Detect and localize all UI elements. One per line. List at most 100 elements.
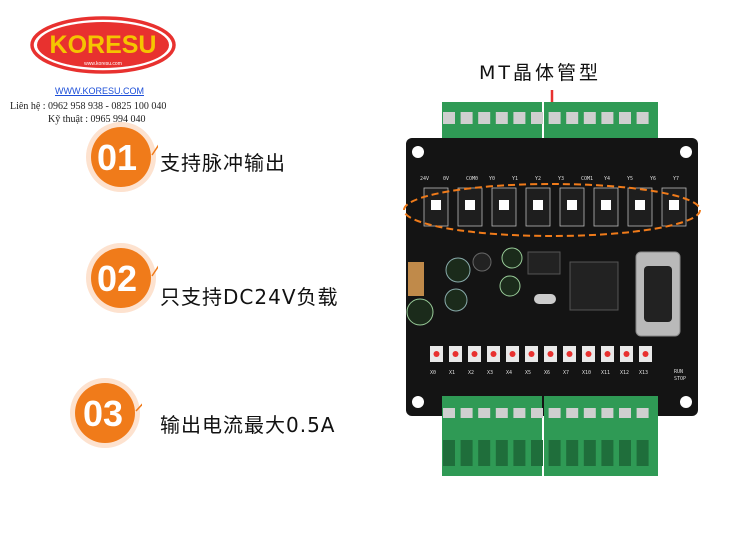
terminal-slot — [619, 440, 631, 466]
bottom-terminal-label: X11 — [601, 370, 610, 376]
bottom-terminal-label: X12 — [620, 370, 629, 376]
top-terminal-label: Y0 — [489, 176, 495, 182]
bottom-terminal-label: X7 — [563, 370, 569, 376]
terminal-screw-top — [619, 112, 631, 124]
terminal-screw-bottom — [566, 408, 579, 418]
bottom-terminal-label: X2 — [468, 370, 474, 376]
svg-text:01: 01 — [97, 137, 137, 178]
terminal-slot — [443, 440, 455, 466]
bottom-terminal-label: X13 — [639, 370, 648, 376]
terminal-screw-top — [460, 112, 473, 124]
terminal-screw-top — [583, 112, 596, 124]
contact-tech: Kỹ thuật : 0965 994 040 — [48, 114, 146, 125]
input-led — [566, 351, 573, 357]
terminal-screw-bottom — [601, 408, 614, 418]
terminal-screw-bottom — [460, 408, 473, 418]
koresu-logo: KORESU www.koresu.com — [28, 14, 178, 76]
website-link[interactable]: WWW.KORESU.COM — [55, 86, 144, 96]
transistor-body — [669, 200, 679, 210]
input-led — [585, 351, 592, 357]
transistor-body — [533, 200, 543, 210]
terminal-screw-bottom — [443, 408, 455, 418]
feature-text-02: 只支持DC24V负载 — [160, 285, 339, 309]
stop-label: STOP — [674, 376, 686, 382]
input-led — [433, 351, 440, 357]
input-led — [490, 351, 497, 357]
transistor-body — [499, 200, 509, 210]
top-terminal-label: Y7 — [673, 176, 679, 182]
input-led — [642, 351, 649, 357]
input-led — [509, 351, 516, 357]
top-terminal-label: Y2 — [535, 176, 541, 182]
contact-info: Liên hệ : 0962 958 938 - 0825 100 040 Kỹ… — [10, 100, 166, 126]
transistor-body — [465, 200, 475, 210]
top-terminal-label: Y6 — [650, 176, 656, 182]
input-led — [452, 351, 459, 357]
terminal-screw-bottom — [583, 408, 596, 418]
input-led — [547, 351, 554, 357]
terminal-slot — [601, 440, 614, 466]
terminal-slot — [566, 440, 579, 466]
bottom-terminal-label: X6 — [544, 370, 550, 376]
transistor-type-label: MT晶体管型 — [479, 62, 601, 84]
contact-phone: Liên hệ : 0962 958 938 - 0825 100 040 — [10, 101, 167, 112]
terminal-slot — [460, 440, 473, 466]
terminal-slot — [636, 440, 649, 466]
svg-text:02: 02 — [97, 258, 137, 299]
terminal-screw-top — [566, 112, 579, 124]
terminal-screw-bottom — [495, 408, 508, 418]
run-label: RUN — [674, 369, 683, 375]
terminal-screw-top — [548, 112, 561, 124]
terminal-slot — [478, 440, 491, 466]
top-terminal-label: 0V — [443, 176, 449, 182]
top-terminal-label: Y3 — [558, 176, 564, 182]
terminal-screw-top — [513, 112, 526, 124]
terminal-slot — [495, 440, 508, 466]
transistor-body — [601, 200, 611, 210]
top-terminal-label: COM1 — [581, 176, 593, 182]
terminal-screw-bottom — [513, 408, 526, 418]
input-led — [604, 351, 611, 357]
input-led — [623, 351, 630, 357]
terminal-screw-top — [601, 112, 614, 124]
terminal-screw-top — [495, 112, 508, 124]
transistor-body — [635, 200, 645, 210]
terminal-screw-top — [478, 112, 491, 124]
terminal-screw-bottom — [478, 408, 491, 418]
terminal-slot — [583, 440, 596, 466]
input-led — [471, 351, 478, 357]
bottom-terminal-label: X5 — [525, 370, 531, 376]
transistor-body — [431, 200, 441, 210]
terminal-screw-bottom — [619, 408, 631, 418]
terminal-slot — [548, 440, 561, 466]
top-terminal-label: COM0 — [466, 176, 478, 182]
feature-text-01: 支持脉冲输出 — [160, 151, 286, 175]
feature-badge-02: 02 — [84, 241, 158, 315]
bottom-terminal-label: X4 — [506, 370, 512, 376]
terminal-screw-bottom — [548, 408, 561, 418]
feature-badge-03: 03 — [68, 376, 142, 450]
bottom-terminal-label: X0 — [430, 370, 436, 376]
top-terminal-label: 24V — [420, 176, 429, 182]
logo-subtext: www.koresu.com — [84, 61, 122, 67]
top-terminal-label: Y1 — [512, 176, 518, 182]
terminal-screw-bottom — [531, 408, 543, 418]
feature-badge-01: 01 — [84, 120, 158, 194]
terminal-slot — [531, 440, 543, 466]
transistor-body — [567, 200, 577, 210]
terminal-screw-top — [531, 112, 543, 124]
logo-text: KORESU — [50, 31, 157, 59]
bottom-terminal-label: X10 — [582, 370, 591, 376]
terminal-screw-bottom — [636, 408, 649, 418]
top-terminal-label: Y4 — [604, 176, 610, 182]
terminal-slot — [513, 440, 526, 466]
terminal-screw-top — [636, 112, 649, 124]
bottom-terminal-label: X1 — [449, 370, 455, 376]
feature-text-03: 输出电流最大0.5A — [160, 413, 336, 437]
svg-text:03: 03 — [83, 393, 123, 434]
top-terminal-label: Y5 — [627, 176, 633, 182]
plc-board-image: 24V 0V COM0 Y0 Y1 Y2 Y3 COM1 Y4 Y5 Y6 Y7 X0 X1 X2 X3 X4… — [400, 84, 705, 530]
bottom-terminal-label: X3 — [487, 370, 493, 376]
terminal-screw-top — [443, 112, 455, 124]
input-led — [528, 351, 535, 357]
